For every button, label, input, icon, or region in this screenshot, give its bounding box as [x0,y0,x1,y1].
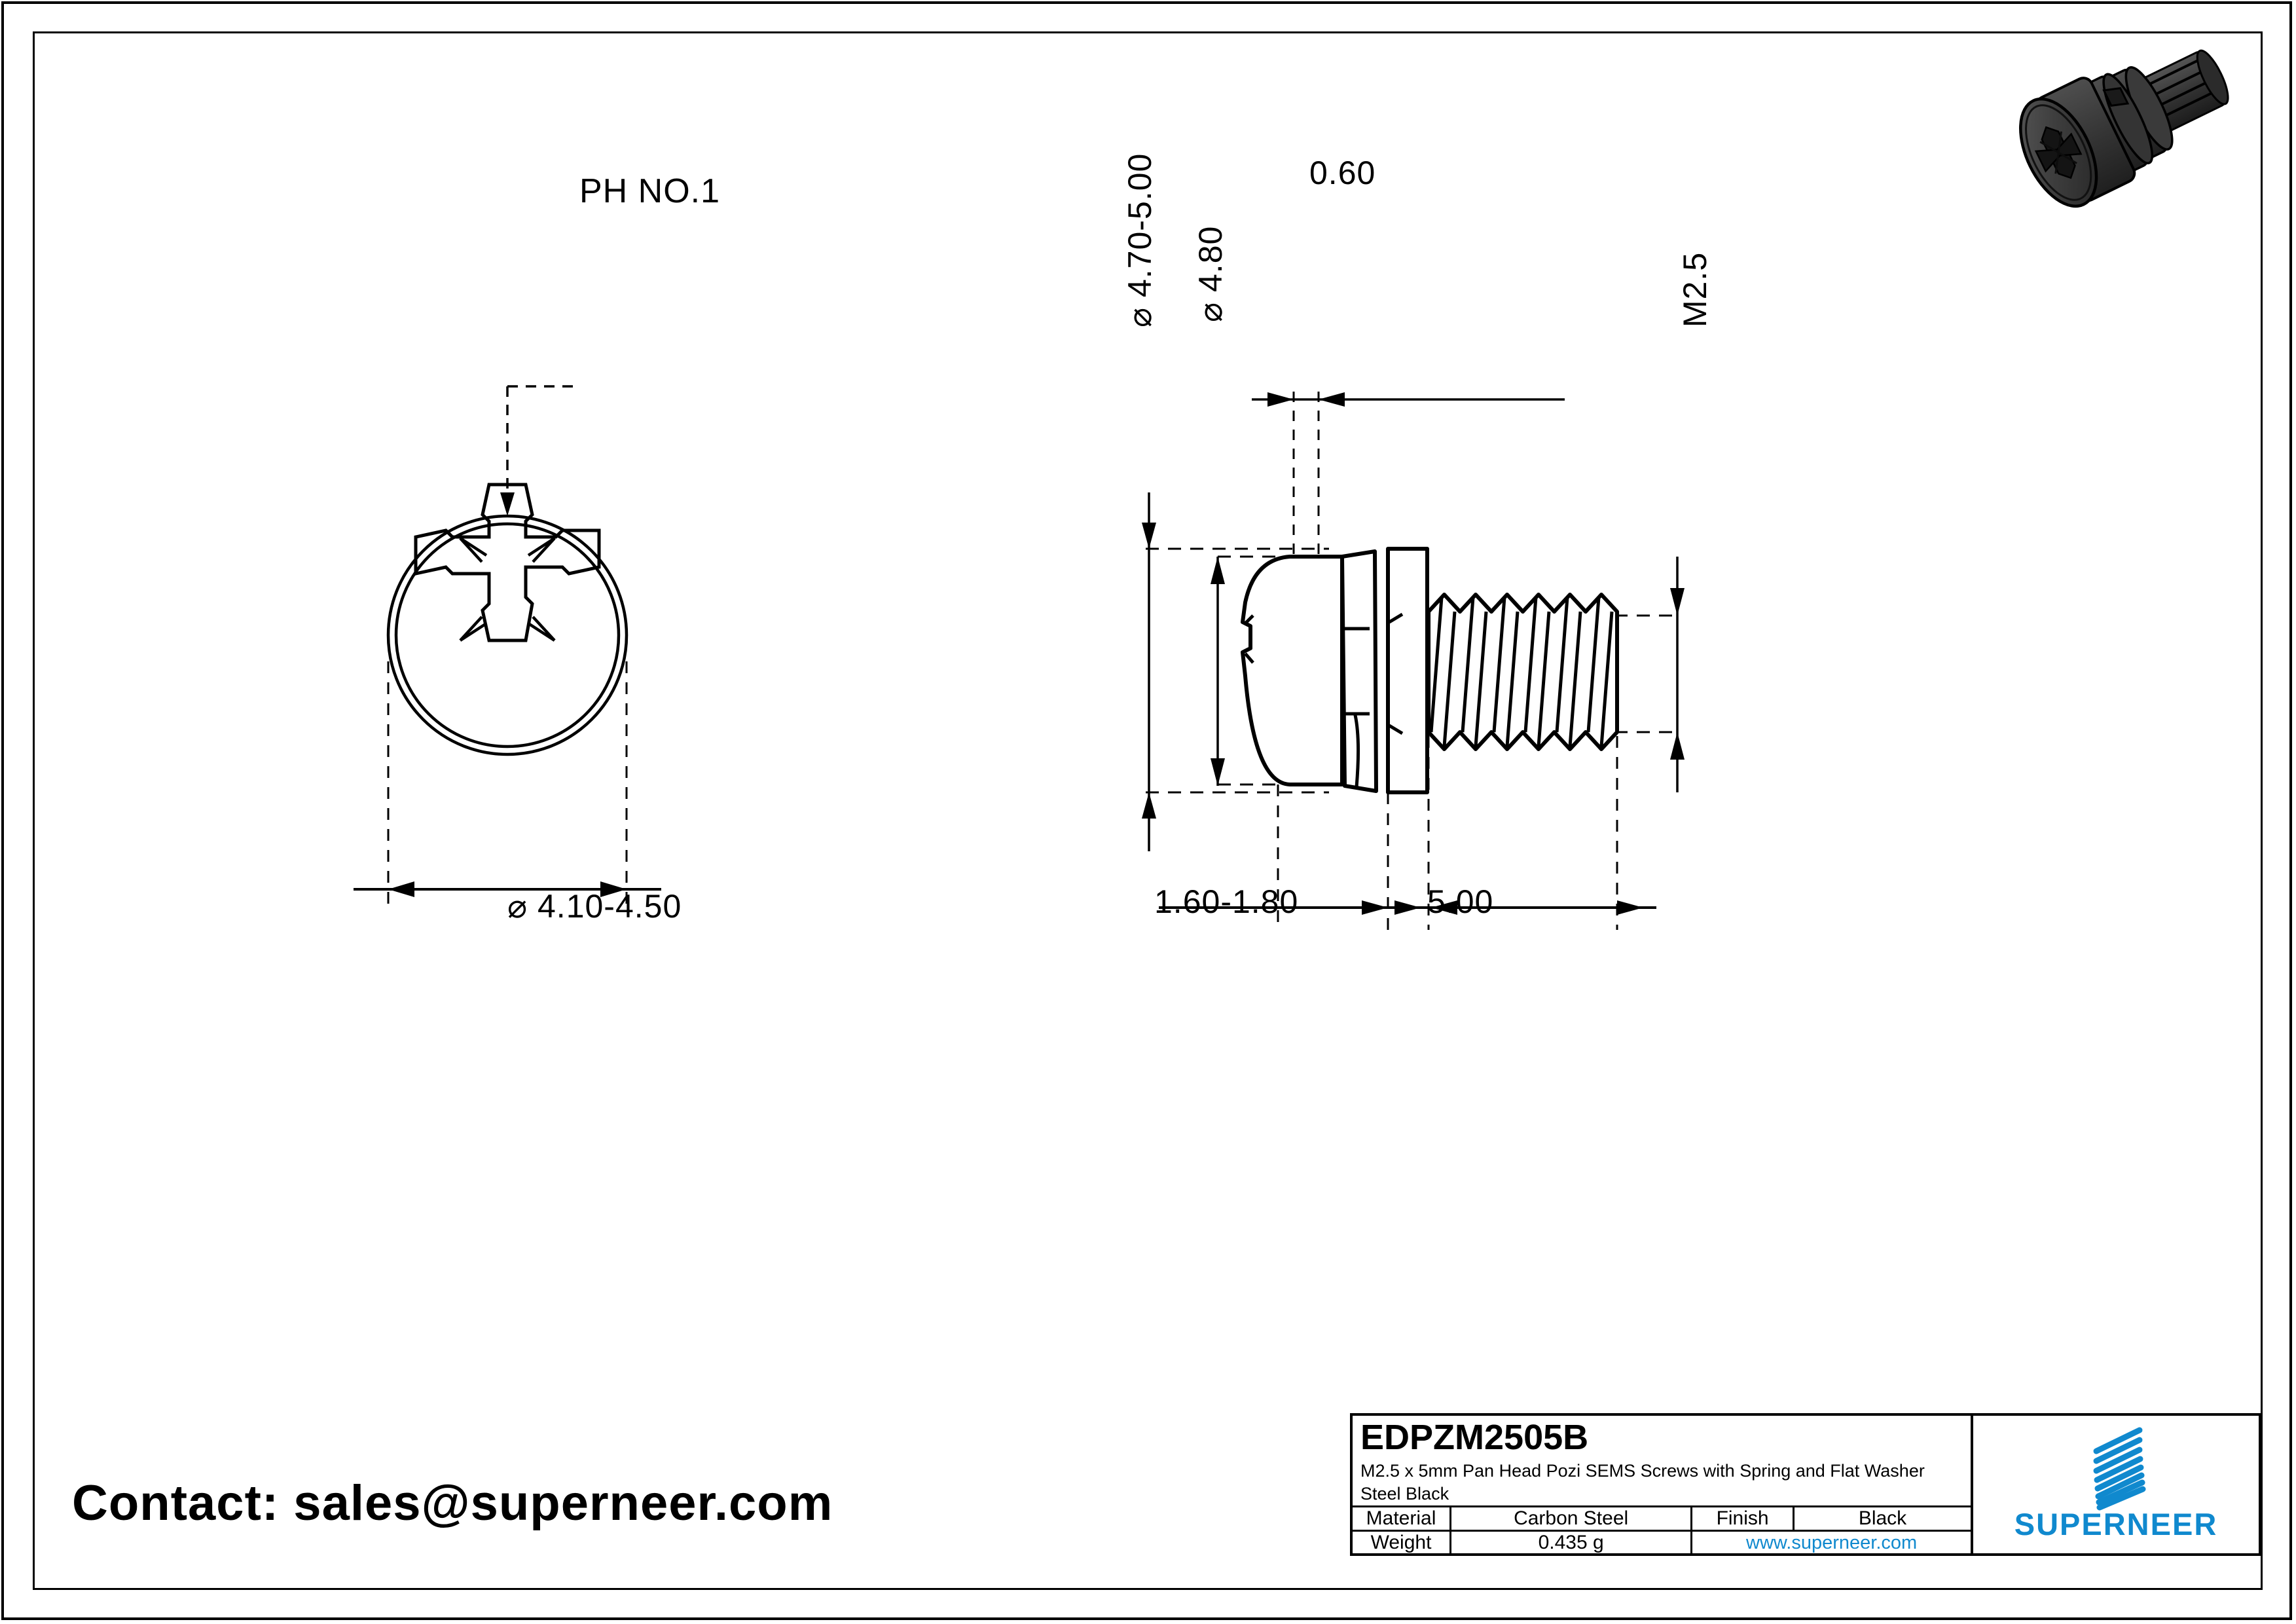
callout-arrowhead [500,492,515,516]
spring-washer-profile [1340,549,1378,793]
dimM25-arrow-bottom [1670,732,1685,760]
pan-head-recess-lines [1244,614,1254,664]
material-value: Carbon Steel [1451,1507,1693,1530]
finish-label: Finish [1692,1507,1795,1530]
dim480-arrow-bottom [1211,758,1225,786]
finish-value: Black [1858,1507,1907,1530]
dimM25-arrow-top [1670,588,1685,616]
front-diameter-dimension: ⌀ 4.10-4.50 [507,888,682,925]
title-block-description-area: EDPZM2505B M2.5 x 5mm Pan Head Pozi SEMS… [1353,1416,1971,1508]
callout-label-ph-no1: PH NO.1 [579,172,721,210]
dim060-arrow-right [1319,392,1345,407]
head-outline [386,514,629,756]
dim160-arrow-right [1394,900,1421,915]
spring-washer-split-lines [1342,627,1370,788]
flat-washer-profile [1386,547,1429,794]
superneer-logo-icon [2077,1425,2155,1511]
weight-value: 0.435 g [1451,1532,1693,1555]
dim500-arrow-right [1617,900,1643,915]
weight-label: Weight [1353,1532,1452,1555]
callout-leader-ph-no1 [506,385,573,499]
dim160-arrow-left [1362,900,1388,915]
brand-area: SUPERNEER [1973,1416,2259,1553]
thread-length-label: 5.00 [1427,883,1494,920]
flat-washer-inner-lines [1388,612,1404,735]
dim-arrow-left [388,881,414,897]
brand-wordmark: SUPERNEER [2014,1507,2218,1541]
contact-text: Contact: sales@superneer.com [72,1475,833,1531]
render-head [2019,77,2136,208]
spec-row-material: Material Carbon Steel Finish Black [1353,1507,1971,1532]
dim470-arrow-bottom [1142,792,1156,819]
front-view [327,354,746,969]
side-view [1067,341,1761,969]
title-block-spec-rows: Material Carbon Steel Finish Black Weigh… [1353,1507,1971,1555]
washer-thickness-label: 0.60 [1309,155,1376,191]
website-link[interactable]: www.superneer.com [1746,1532,1918,1553]
sheet-inner-frame [33,31,2263,1590]
pozidriv-recess [414,483,601,642]
overall-diameter-label: ⌀ 4.70-5.00 [1121,153,1158,327]
front-extension-lines [387,661,628,907]
screw-3d-render [1984,26,2259,223]
spec-row-weight: Weight 0.435 g www.superneer.com [1353,1532,1971,1555]
dim480-arrow-top [1211,557,1225,584]
dim060-extension-lines [1292,392,1320,563]
pan-head-profile [1241,555,1344,786]
material-label: Material [1353,1507,1452,1530]
part-code: EDPZM2505B [1360,1418,1589,1457]
part-description: M2.5 x 5mm Pan Head Pozi SEMS Screws wit… [1360,1461,1925,1504]
dim-arrow-right [600,881,627,897]
head-stack-length-label: 1.60-1.80 [1154,883,1299,920]
title-block-left: EDPZM2505B M2.5 x 5mm Pan Head Pozi SEMS… [1353,1416,1974,1555]
threaded-shank [1427,593,1619,751]
dim500-arrow-left [1431,900,1457,915]
dim060-arrow-left [1267,392,1294,407]
head-diameter-label: ⌀ 4.80 [1192,225,1229,322]
pozidriv-ribs [459,537,556,642]
dim470-arrow-top [1142,523,1156,549]
title-block: EDPZM2505B M2.5 x 5mm Pan Head Pozi SEMS… [1350,1413,2261,1556]
thread-flank-lines [1429,597,1614,747]
thread-size-label: M2.5 [1677,251,1713,327]
